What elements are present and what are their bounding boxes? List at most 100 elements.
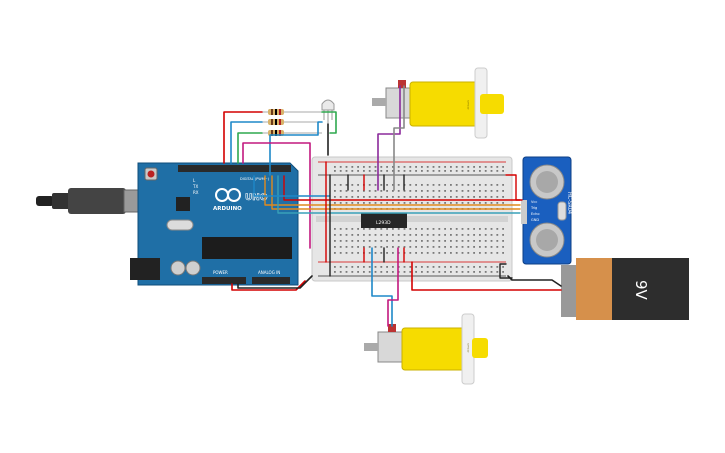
breadboard-hole[interactable] — [450, 228, 452, 230]
breadboard-hole[interactable] — [473, 166, 475, 168]
breadboard-hole[interactable] — [455, 271, 458, 273]
battery-9v[interactable]: 9V — [561, 258, 689, 320]
breadboard-hole[interactable] — [339, 166, 342, 168]
breadboard-hole[interactable] — [479, 240, 481, 242]
breadboard-hole[interactable] — [380, 246, 383, 248]
breadboard-hole[interactable] — [444, 266, 446, 268]
breadboard-hole[interactable] — [357, 252, 359, 254]
breadboard-hole[interactable] — [351, 202, 354, 204]
breadboard-hole[interactable] — [467, 266, 470, 268]
breadboard-hole[interactable] — [502, 196, 504, 198]
breadboard-hole[interactable] — [380, 190, 383, 192]
breadboard-hole[interactable] — [392, 170, 394, 172]
breadboard-hole[interactable] — [368, 190, 371, 192]
breadboard-hole[interactable] — [351, 196, 354, 198]
breadboard-hole[interactable] — [421, 170, 423, 172]
breadboard-hole[interactable] — [502, 166, 504, 168]
breadboard-hole[interactable] — [490, 228, 493, 230]
breadboard-hole[interactable] — [363, 228, 365, 230]
breadboard-hole[interactable] — [392, 184, 394, 186]
breadboard-hole[interactable] — [432, 234, 435, 236]
breadboard-hole[interactable] — [380, 240, 383, 242]
breadboard-hole[interactable] — [386, 184, 388, 186]
breadboard-hole[interactable] — [339, 234, 342, 236]
breadboard-hole[interactable] — [455, 266, 458, 268]
breadboard-hole[interactable] — [490, 184, 493, 186]
breadboard-hole[interactable] — [374, 196, 377, 198]
breadboard-hole[interactable] — [351, 266, 354, 268]
breadboard-hole[interactable] — [450, 246, 452, 248]
breadboard-hole[interactable] — [484, 190, 487, 192]
breadboard-hole[interactable] — [345, 271, 348, 273]
breadboard-hole[interactable] — [403, 196, 406, 198]
breadboard-hole[interactable] — [403, 266, 406, 268]
breadboard-hole[interactable] — [363, 190, 365, 192]
breadboard-hole[interactable] — [421, 246, 423, 248]
breadboard-hole[interactable] — [392, 246, 394, 248]
breadboard-hole[interactable] — [444, 246, 446, 248]
breadboard-hole[interactable] — [363, 234, 365, 236]
breadboard-hole[interactable] — [345, 246, 348, 248]
breadboard-hole[interactable] — [455, 240, 458, 242]
breadboard-hole[interactable] — [490, 271, 493, 273]
breadboard-hole[interactable] — [397, 234, 400, 236]
breadboard-hole[interactable] — [380, 170, 383, 172]
breadboard-hole[interactable] — [444, 271, 446, 273]
breadboard-hole[interactable] — [502, 202, 504, 204]
breadboard-hole[interactable] — [386, 190, 388, 192]
breadboard-hole[interactable] — [444, 228, 446, 230]
breadboard-hole[interactable] — [490, 166, 493, 168]
breadboard-hole[interactable] — [438, 266, 441, 268]
breadboard-hole[interactable] — [479, 196, 481, 198]
breadboard-hole[interactable] — [374, 234, 377, 236]
breadboard-hole[interactable] — [351, 228, 354, 230]
breadboard-hole[interactable] — [397, 228, 400, 230]
breadboard-hole[interactable] — [415, 202, 417, 204]
breadboard-hole[interactable] — [502, 266, 504, 268]
breadboard-hole[interactable] — [403, 166, 406, 168]
breadboard-hole[interactable] — [432, 271, 435, 273]
breadboard-hole[interactable] — [409, 228, 412, 230]
breadboard-hole[interactable] — [438, 166, 441, 168]
breadboard-hole[interactable] — [380, 202, 383, 204]
breadboard-hole[interactable] — [345, 240, 348, 242]
breadboard-hole[interactable] — [421, 166, 423, 168]
breadboard-hole[interactable] — [392, 266, 394, 268]
breadboard-hole[interactable] — [415, 234, 417, 236]
breadboard-hole[interactable] — [363, 266, 365, 268]
breadboard-hole[interactable] — [455, 202, 458, 204]
breadboard-hole[interactable] — [339, 170, 342, 172]
breadboard-hole[interactable] — [403, 228, 406, 230]
breadboard-hole[interactable] — [368, 170, 371, 172]
breadboard-hole[interactable] — [455, 166, 458, 168]
breadboard-hole[interactable] — [374, 166, 377, 168]
breadboard-hole[interactable] — [397, 170, 400, 172]
breadboard-hole[interactable] — [421, 202, 423, 204]
breadboard-hole[interactable] — [467, 202, 470, 204]
breadboard-hole[interactable] — [444, 184, 446, 186]
breadboard-hole[interactable] — [397, 196, 400, 198]
breadboard-hole[interactable] — [374, 266, 377, 268]
digital-header[interactable] — [178, 165, 291, 172]
breadboard-hole[interactable] — [334, 266, 336, 268]
breadboard-hole[interactable] — [368, 234, 371, 236]
breadboard-hole[interactable] — [380, 266, 383, 268]
breadboard-hole[interactable] — [484, 240, 487, 242]
breadboard-hole[interactable] — [467, 246, 470, 248]
breadboard-hole[interactable] — [502, 190, 504, 192]
breadboard-hole[interactable] — [479, 234, 481, 236]
breadboard-hole[interactable] — [496, 170, 499, 172]
breadboard-hole[interactable] — [421, 240, 423, 242]
breadboard-hole[interactable] — [432, 246, 435, 248]
breadboard-hole[interactable] — [374, 202, 377, 204]
breadboard-hole[interactable] — [426, 228, 429, 230]
breadboard-hole[interactable] — [357, 166, 359, 168]
breadboard-hole[interactable] — [351, 252, 354, 254]
breadboard-hole[interactable] — [421, 190, 423, 192]
ultrasonic-sensor[interactable]: HC-SR04 Vcc Trig Echo GND — [521, 156, 572, 265]
breadboard-hole[interactable] — [461, 240, 464, 242]
breadboard-hole[interactable] — [484, 252, 487, 254]
breadboard-hole[interactable] — [345, 190, 348, 192]
breadboard-hole[interactable] — [421, 252, 423, 254]
breadboard-hole[interactable] — [467, 228, 470, 230]
